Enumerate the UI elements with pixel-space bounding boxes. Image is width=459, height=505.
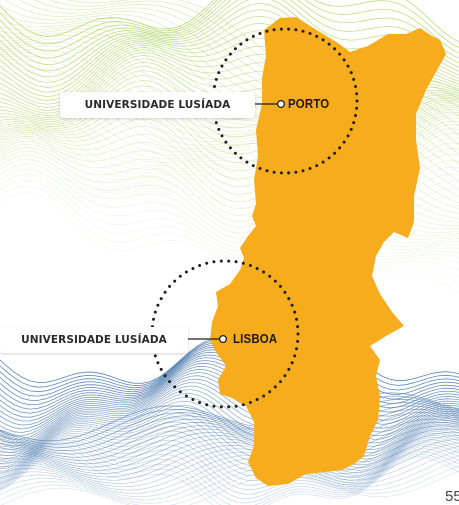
page-number: 55: [445, 488, 459, 505]
porto-institution-text: UNIVERSIDADE LUSÍADA: [84, 99, 231, 111]
portugal-map-shape: [210, 17, 446, 486]
lisboa-dotted-circle: [150, 259, 300, 409]
lisboa-institution-text: UNIVERSIDADE LUSÍADA: [21, 334, 167, 346]
lisboa-connector-dot: [218, 334, 228, 344]
porto-dotted-circle: [211, 27, 359, 175]
porto-institution-label: UNIVERSIDADE LUSÍADA: [60, 92, 255, 118]
lisboa-institution-label: UNIVERSIDADE LUSÍADA: [0, 327, 188, 353]
lisboa-city-label: LISBOA: [233, 331, 278, 346]
porto-connector-dot: [276, 99, 286, 109]
porto-city-label: PORTO: [288, 96, 330, 111]
blue-wave-pattern: [0, 335, 459, 505]
